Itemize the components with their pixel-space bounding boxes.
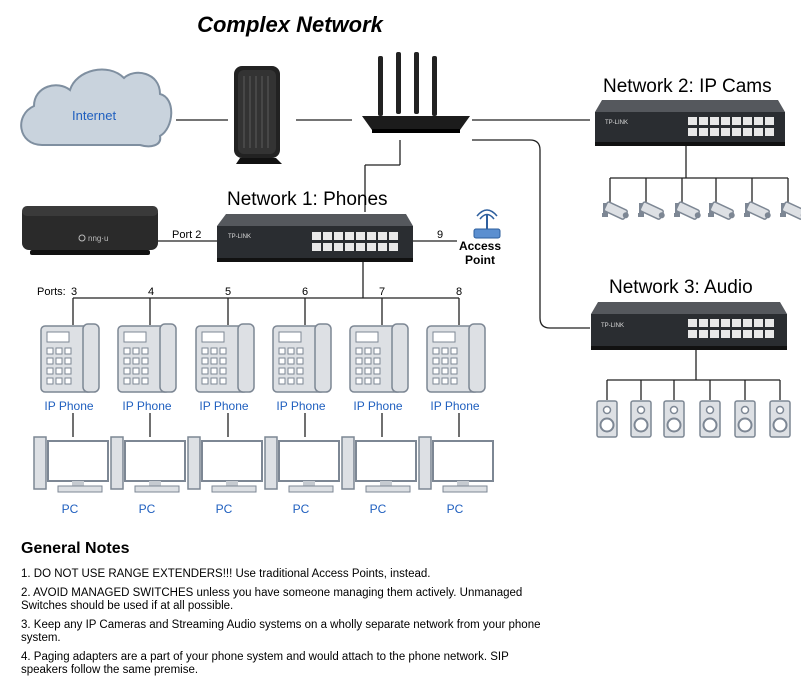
pc-label: PC (138, 502, 156, 516)
notes-list: 1. DO NOT USE RANGE EXTENDERS!!! Use tra… (21, 568, 541, 683)
switch-audio-icon: TP-LINK (591, 302, 787, 350)
switch-phones-icon: TP-LINK (217, 214, 413, 262)
ip-phone-label: IP Phone (353, 399, 403, 413)
ip-phone-icons (40, 323, 486, 393)
switch-brand-text: TP-LINK (601, 323, 624, 329)
switch-ipcams-icon: TP-LINK (595, 100, 785, 146)
access-point-icon (473, 209, 501, 239)
network-diagram: nng·u TP-LINK TP-LINK (20, 52, 801, 493)
notes-title: General Notes (21, 540, 130, 557)
access-point-label: Access Point (450, 239, 510, 267)
switch-brand-text: TP-LINK (605, 120, 628, 126)
pc-label: PC (292, 502, 310, 516)
page-title: Complex Network (197, 12, 383, 37)
ip-camera-icons (601, 200, 801, 222)
pc-label: PC (446, 502, 464, 516)
pc-label: PC (61, 502, 79, 516)
connection-lines (72, 119, 789, 437)
port-label: 7 (379, 286, 386, 298)
modem-icon (234, 66, 282, 164)
note-item: 1. DO NOT USE RANGE EXTENDERS!!! Use tra… (21, 568, 431, 580)
ports-prefix-label: Ports: (37, 286, 66, 298)
port-2-label: Port 2 (172, 229, 202, 241)
access-point-label-line-1: Access (458, 239, 502, 253)
port-label: 6 (302, 286, 309, 298)
speaker-icons (596, 400, 791, 438)
router-icon (362, 52, 470, 133)
network-cams-label: Network 2: IP Cams (603, 76, 772, 97)
ip-phone-label: IP Phone (44, 399, 94, 413)
access-point-label-line-2: Point (465, 253, 495, 267)
network-audio-label: Network 3: Audio (609, 277, 753, 298)
ip-phone-label: IP Phone (122, 399, 172, 413)
note-item: 3. Keep any IP Cameras and Streaming Aud… (21, 619, 541, 644)
port-label: 3 (71, 286, 78, 298)
port-9-label: 9 (437, 229, 444, 241)
port-label: 5 (225, 286, 232, 298)
pc-icons (33, 436, 494, 493)
nvr-brand-text: nng·u (88, 234, 108, 243)
note-item: 4. Paging adapters are a part of your ph… (21, 651, 509, 676)
ip-phone-label: IP Phone (430, 399, 480, 413)
port-label: 8 (456, 286, 463, 298)
note-item: 2. AVOID MANAGED SWITCHES unless you hav… (21, 587, 523, 612)
network-phones-label: Network 1: Phones (227, 189, 388, 210)
pc-label: PC (215, 502, 233, 516)
pc-label: PC (369, 502, 387, 516)
nvr-icon: nng·u (22, 206, 158, 255)
internet-label: Internet (72, 108, 117, 123)
ip-phone-label: IP Phone (276, 399, 326, 413)
port-label: 4 (148, 286, 155, 298)
internet-cloud (20, 68, 173, 148)
ip-phone-label: IP Phone (199, 399, 249, 413)
switch-brand-text: TP-LINK (228, 234, 251, 240)
